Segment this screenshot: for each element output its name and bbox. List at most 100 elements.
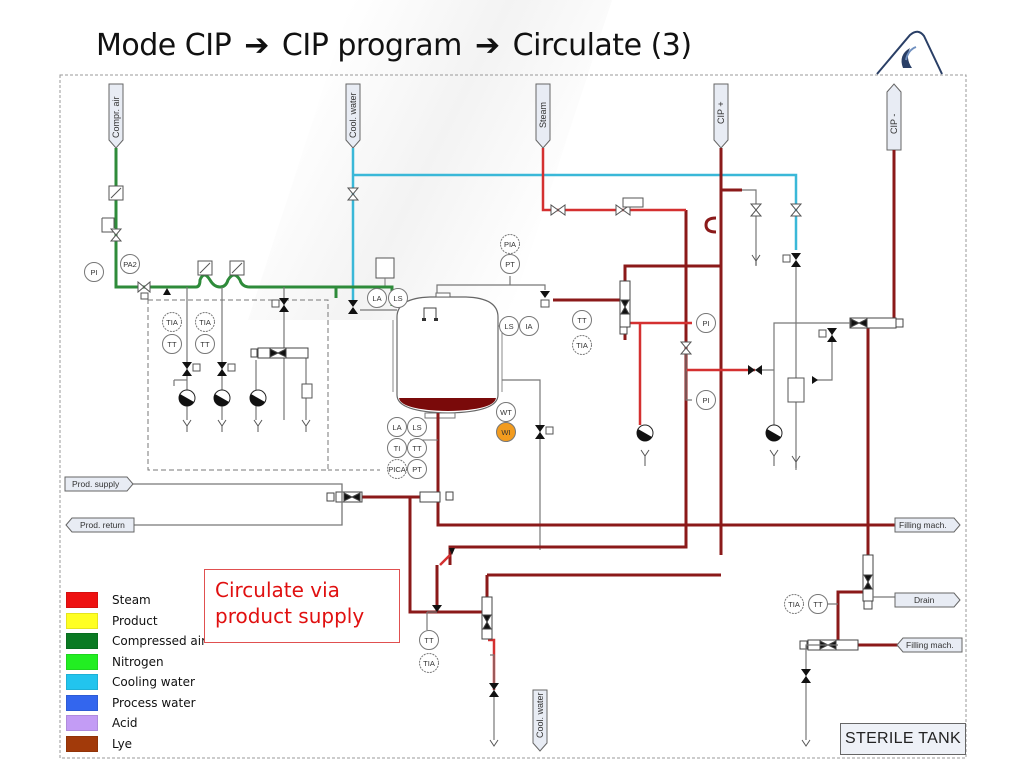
- svg-text:WI: WI: [501, 428, 510, 437]
- page-title: Mode CIP ➔ CIP program ➔ Circulate (3): [96, 28, 692, 63]
- svg-text:TI: TI: [394, 444, 401, 453]
- connection-cip-minus: CIP -: [886, 83, 902, 151]
- svg-text:LS: LS: [412, 423, 421, 432]
- actuator-3-icon: [249, 389, 267, 407]
- service-lines-right: [426, 189, 905, 740]
- steam-valve-icon: [550, 197, 644, 216]
- steam-valves-top-right: [749, 203, 803, 217]
- legend-swatch: [66, 694, 98, 711]
- svg-text:TT: TT: [412, 444, 422, 453]
- diagram-frame: [59, 74, 967, 759]
- instrument-pia: PIA: [500, 234, 520, 254]
- valve-pia-icon: [540, 291, 550, 308]
- svg-text:TT: TT: [424, 636, 434, 645]
- svg-text:TT: TT: [167, 340, 177, 349]
- legend-swatch: [66, 612, 98, 629]
- instrument-tt-low: TT: [419, 630, 439, 650]
- instrument-la-bottom: LA: [387, 417, 407, 437]
- svg-text:TT: TT: [813, 600, 823, 609]
- instrument-pt-top: PT: [500, 254, 520, 274]
- svg-text:IA: IA: [525, 322, 532, 331]
- svg-text:TIA: TIA: [788, 600, 800, 609]
- instrument-ls-top: LS: [388, 288, 408, 308]
- legend-swatch: [66, 653, 98, 670]
- connection-filling-mach-1: Filling mach.: [894, 517, 961, 533]
- three-way-valve-icon: [137, 280, 151, 300]
- svg-text:PI: PI: [702, 396, 709, 405]
- instrument-pi-left: PI: [84, 262, 104, 282]
- instrument-wt: WT: [496, 402, 516, 422]
- connection-prod-supply: Prod. supply: [64, 476, 134, 492]
- pressure-regulator-icon: [101, 217, 123, 242]
- instrument-pi-right-1: PI: [696, 313, 716, 333]
- valve-manifold-icon: [250, 347, 309, 359]
- svg-text:TIA: TIA: [576, 341, 588, 350]
- instrument-pi-right-2: PI: [696, 390, 716, 410]
- svg-text:LS: LS: [393, 294, 402, 303]
- connection-prod-return: Prod. return: [65, 517, 135, 533]
- svg-text:CIP -: CIP -: [889, 114, 899, 134]
- instrument-la-top: LA: [367, 288, 387, 308]
- legend-swatch: [66, 735, 98, 752]
- sight-glass-icon: [375, 257, 395, 279]
- svg-text:WT: WT: [500, 408, 512, 417]
- instrument-tia-low: TIA: [419, 653, 439, 673]
- compressed-air-line: [114, 148, 338, 298]
- instrument-ti-bottom: TI: [387, 438, 407, 458]
- instrument-ls-bottom: LS: [407, 417, 427, 437]
- connection-cool-water-bottom: Cool. water: [532, 689, 548, 752]
- legend: Steam Product Compressed air Nitrogen Co…: [66, 590, 206, 754]
- legend-item: Nitrogen: [66, 652, 206, 673]
- product-lines: [132, 483, 343, 526]
- valve-block-prod-supply-icon: [326, 491, 363, 503]
- svg-text:LA: LA: [392, 423, 401, 432]
- control-loop-box: [147, 299, 329, 471]
- callout-box: Circulate via product supply: [204, 569, 400, 643]
- svg-text:TT: TT: [200, 340, 210, 349]
- actuator-right-icons: [636, 424, 783, 442]
- connection-filling-mach-2: Filling mach.: [896, 637, 963, 653]
- connection-steam: Steam: [535, 83, 551, 149]
- pneumatic-valve-icon: [271, 298, 289, 312]
- instrument-pt-bottom: PT: [407, 459, 427, 479]
- cooling-water-line: [351, 148, 798, 303]
- steam-trap-icon: [704, 216, 717, 234]
- legend-swatch: [66, 674, 98, 691]
- svg-text:TIA: TIA: [199, 318, 211, 327]
- svg-text:Cool. water: Cool. water: [348, 92, 358, 138]
- callout-line-1: Circulate via: [215, 578, 340, 602]
- valve-block-2-icon: [481, 596, 493, 640]
- instrument-tt-bottom: TT: [407, 438, 427, 458]
- instrument-pica: PICA: [387, 459, 407, 479]
- svg-text:Cool. water: Cool. water: [535, 692, 545, 738]
- svg-text:Filling mach.: Filling mach.: [906, 640, 954, 650]
- connection-cip-plus: CIP +: [713, 83, 729, 149]
- valve-right-icons: [432, 253, 837, 697]
- valve-block-cip-minus-icon: [849, 317, 904, 329]
- legend-swatch: [66, 715, 98, 732]
- legend-item: Process water: [66, 693, 206, 714]
- svg-text:CIP +: CIP +: [716, 101, 726, 124]
- title-mode: Mode CIP: [96, 28, 232, 63]
- instrument-tt-2: TT: [195, 334, 215, 354]
- tank-instrument-lines: [360, 276, 546, 550]
- drain-symbols-right: [489, 254, 811, 747]
- connection-compr-air: Compr. air: [108, 83, 124, 149]
- steam-lines: [439, 148, 755, 690]
- svg-text:PT: PT: [412, 465, 422, 474]
- legend-item: Steam: [66, 590, 206, 611]
- svg-text:Prod. supply: Prod. supply: [72, 479, 120, 489]
- legend-item: Acid: [66, 713, 206, 734]
- instrument-pa2: PA2: [120, 254, 140, 274]
- instrument-tt-1: TT: [162, 334, 182, 354]
- svg-text:PI: PI: [702, 319, 709, 328]
- svg-text:LS: LS: [504, 322, 513, 331]
- actuator-2-icon: [213, 389, 231, 407]
- legend-item: Lye: [66, 734, 206, 755]
- svg-text:TT: TT: [577, 316, 587, 325]
- instrument-wi: WI: [496, 422, 516, 442]
- actuator-1-icon: [178, 389, 196, 407]
- valve-tia1-icon: [182, 362, 236, 376]
- cool-water-inlet-valve-icon: [348, 300, 358, 314]
